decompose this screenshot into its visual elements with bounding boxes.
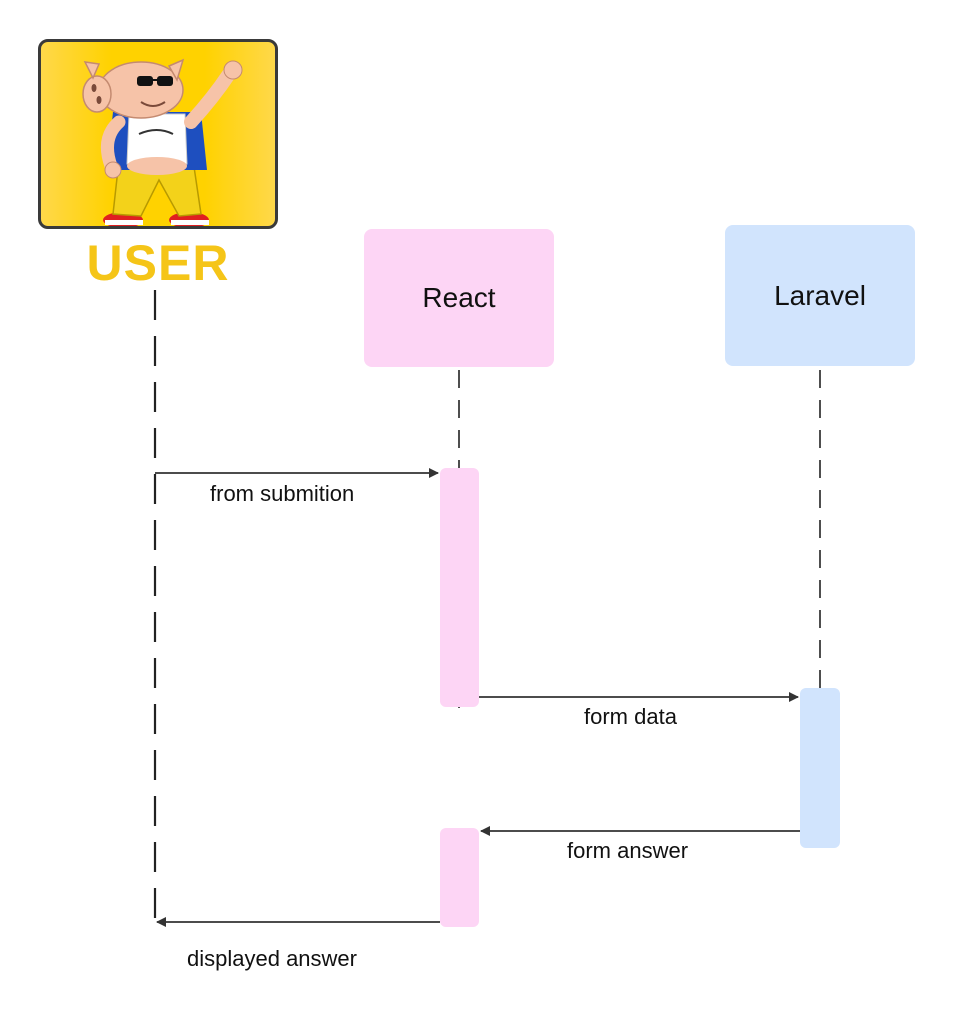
participant-react-label: React [422, 282, 496, 313]
react-activation-2 [440, 828, 479, 927]
cartoon-pig-icon [82, 58, 243, 226]
react-activation-1 [440, 468, 479, 707]
participant-react: React [364, 229, 554, 367]
user-actor-image [38, 39, 278, 229]
message-label-form-data: form data [584, 704, 677, 729]
message-label-displayed-answer: displayed answer [187, 946, 357, 971]
message-label-from-submition: from submition [210, 481, 355, 506]
message-label-form-answer: form answer [567, 838, 689, 863]
actor-label: USER [86, 235, 230, 291]
participant-laravel: Laravel [725, 225, 915, 366]
laravel-activation [800, 688, 840, 848]
participant-laravel-label: Laravel [774, 279, 866, 311]
